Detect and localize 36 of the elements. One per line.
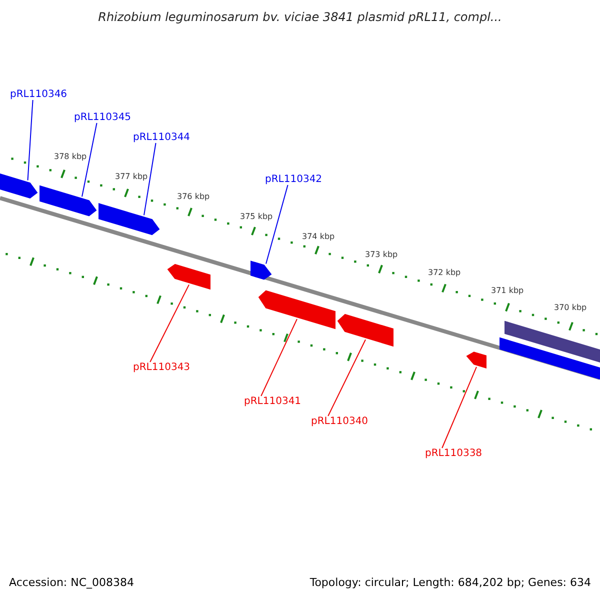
gene-label: pRL110338: [425, 448, 482, 459]
leader-line: [150, 284, 190, 362]
leader-line: [266, 184, 288, 264]
gene-feature: [167, 264, 210, 290]
gene-feature: [337, 314, 394, 347]
scale-label: 373 kbp: [365, 250, 398, 259]
scale-label: 374 kbp: [302, 232, 335, 241]
gene-feature: [98, 203, 160, 236]
scale-label: 376 kbp: [177, 192, 210, 201]
scale-label: 371 kbp: [491, 286, 524, 295]
leader-line: [260, 318, 298, 396]
gene-label: pRL110344: [133, 132, 190, 143]
leader-line: [328, 339, 366, 416]
footer-text: Topology: circular; Length: 684,202 bp; Genes: 634: [310, 576, 591, 589]
title: Rhizobium leguminosarum bv. viciae 3841 plasmid pRL11, compl...: [97, 10, 503, 24]
gene-feature: [40, 185, 97, 216]
scale-label: 372 kbp: [428, 268, 461, 277]
gene-label: pRL110340: [311, 416, 368, 427]
gene-label: pRL110346: [10, 89, 68, 100]
scale-label: 375 kbp: [240, 212, 273, 221]
gene-label: pRL110341: [244, 396, 302, 407]
leader-line: [27, 100, 34, 181]
scale-label: 377 kbp: [115, 172, 148, 181]
gene-feature: [466, 352, 486, 368]
leader-line: [442, 366, 477, 448]
gene-feature: [258, 290, 336, 330]
gene-label: pRL110343: [133, 362, 190, 373]
scale-label: 378 kbp: [54, 152, 87, 161]
scale-label: 370 kbp: [554, 303, 587, 312]
leader-line: [144, 142, 156, 216]
gene-feature: [0, 173, 38, 199]
leader-line: [82, 122, 98, 198]
gene-feature: [250, 260, 272, 280]
gene-label: pRL110345: [74, 112, 132, 123]
gene-label: pRL110342: [265, 174, 322, 185]
footer-text: Accession: NC_008384: [9, 576, 134, 589]
